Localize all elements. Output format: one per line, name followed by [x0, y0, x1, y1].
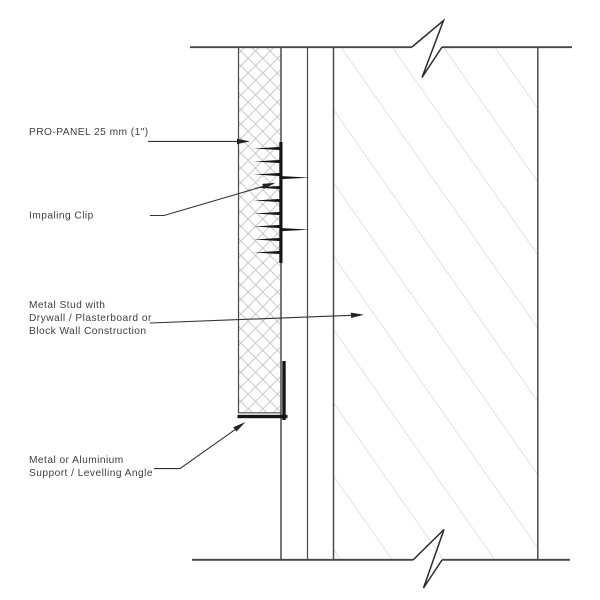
- impaling-clip-anchor-pins: [280, 176, 310, 232]
- bottom-boundary: [192, 528, 570, 589]
- support-angle-vertical-leg: [282, 361, 286, 420]
- label-metal-stud-line3: Block Wall Construction: [29, 326, 147, 337]
- top-boundary: [190, 18, 572, 78]
- leader-pro-panel: [148, 138, 250, 145]
- break-symbol-top: [411, 18, 446, 78]
- label-metal-stud: Metal Stud with Drywall / Plasterboard o…: [29, 300, 152, 337]
- impaling-clip: [253, 142, 310, 263]
- wall-layer-lines: [237, 47, 539, 560]
- label-metal-stud-line1: Metal Stud with: [29, 300, 105, 311]
- label-support-angle-line1: Metal or Aluminium: [29, 455, 124, 466]
- pro-panel-insulation-hatch: [239, 47, 281, 413]
- impaling-clip-plate: [279, 142, 283, 263]
- label-pro-panel: PRO-PANEL 25 mm (1"): [29, 127, 149, 138]
- label-metal-stud-line2: Drywall / Plasterboard or: [29, 313, 152, 324]
- label-support-angle: Metal or Aluminium Support / Levelling A…: [29, 455, 153, 479]
- leader-support-angle: [154, 422, 246, 470]
- support-angle: [237, 361, 288, 420]
- leader-metal-stud: [149, 312, 364, 324]
- arrowhead-impaling-clip: [262, 182, 276, 190]
- impaling-clip-barbs: [253, 146, 281, 255]
- arrowhead-pro-panel: [237, 138, 250, 145]
- arrowhead-support-angle: [233, 422, 246, 432]
- label-support-angle-line2: Support / Levelling Angle: [29, 468, 153, 479]
- label-impaling-clip: Impaling Clip: [29, 211, 94, 222]
- leader-impaling-clip: [150, 182, 276, 217]
- support-angle-horizontal-leg: [237, 414, 288, 419]
- break-symbol-bottom: [412, 528, 445, 589]
- arrowhead-metal-stud: [350, 312, 364, 319]
- block-wall-hatch: [334, 47, 538, 560]
